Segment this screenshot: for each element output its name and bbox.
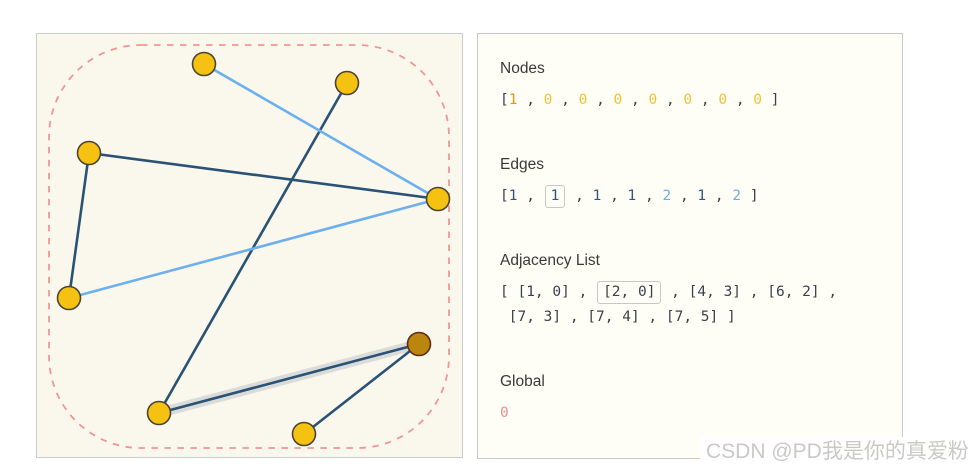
token: , (517, 92, 544, 108)
token: ] (762, 92, 780, 108)
graph-edge-7-3 (68, 197, 439, 300)
graph-node-2[interactable] (146, 400, 172, 426)
token: , (706, 188, 733, 204)
token: , (657, 92, 684, 108)
graph-nodes (56, 51, 451, 447)
graph-edge-1-0 (303, 342, 420, 436)
token: [1, 0] (517, 284, 570, 300)
token: 0 (648, 92, 658, 108)
token: , (636, 188, 663, 204)
token: , (552, 92, 579, 108)
token: 0 (578, 92, 588, 108)
token: , (566, 188, 593, 204)
adjacency-values-line1: [ [1, 0] , [2, 0] , [4, 3] , [6, 2] , (500, 280, 884, 305)
edges-section: Edges [1 , 1 , 1 , 1 , 2 , 1 , 2 ] (500, 155, 884, 209)
token: , (727, 92, 754, 108)
token: 0 (753, 92, 763, 108)
graph-edge-4-3 (67, 152, 91, 299)
token: , (819, 284, 838, 300)
token: 1 (627, 188, 637, 204)
token: 1 (697, 188, 707, 204)
token: , (662, 284, 689, 300)
token: 1 (592, 188, 602, 204)
token: [ (500, 284, 518, 300)
token: , (517, 188, 544, 204)
adjacency-title: Adjacency List (500, 252, 600, 269)
token: 0 (613, 92, 623, 108)
token: ] (741, 188, 759, 204)
token: , (741, 284, 768, 300)
graph-node-7[interactable] (425, 186, 451, 212)
token: , (692, 92, 719, 108)
graph-edge-7-4 (88, 151, 439, 201)
token: [7, 3] , [7, 4] , [7, 5] ] (500, 309, 736, 325)
token: , (601, 188, 628, 204)
highlighted-token: 1 (544, 185, 566, 208)
graph-edges (67, 62, 439, 436)
adjacency-section: Adjacency List [ [1, 0] , [2, 0] , [4, 3… (500, 251, 884, 330)
nodes-values: [1 , 0 , 0 , 0 , 0 , 0 , 0 , 0 ] (500, 88, 884, 113)
graph-node-3[interactable] (56, 285, 82, 311)
nodes-title: Nodes (500, 60, 545, 77)
global-value: 0 (500, 401, 884, 426)
token: [4, 3] (688, 284, 742, 300)
graph-panel (36, 33, 463, 458)
graph-node-4[interactable] (76, 140, 102, 166)
adjacency-values-line2: [7, 3] , [7, 4] , [7, 5] ] (500, 305, 884, 330)
graph-canvas (48, 44, 451, 449)
info-panel: Nodes [1 , 0 , 0 , 0 , 0 , 0 , 0 , 0 ] E… (477, 33, 903, 459)
token: [ (500, 188, 509, 204)
global-section: Global 0 (500, 372, 884, 426)
token: [ (500, 92, 509, 108)
edges-values: [1 , 1 , 1 , 1 , 2 , 1 , 2 ] (500, 184, 884, 209)
graph-edge-2-0 (158, 342, 420, 415)
token: 2 (732, 188, 742, 204)
token: 0 (500, 405, 509, 421)
watermark: CSDN @PD我是你的真爱粉 (700, 437, 978, 473)
token: [6, 2] (767, 284, 820, 300)
token: , (587, 92, 614, 108)
token: , (622, 92, 649, 108)
token: 0 (543, 92, 553, 108)
token: 0 (718, 92, 728, 108)
graph-boundary-dashed (48, 44, 450, 449)
global-title: Global (500, 373, 545, 390)
token: , (671, 188, 698, 204)
token: 1 (508, 92, 518, 108)
token: 1 (508, 188, 518, 204)
graph-edge-7-5 (203, 62, 439, 201)
token: 2 (662, 188, 672, 204)
graph-node-0[interactable] (406, 331, 432, 357)
graph-node-1[interactable] (291, 421, 317, 447)
token: 0 (683, 92, 693, 108)
token: , (569, 284, 597, 300)
nodes-section: Nodes [1 , 0 , 0 , 0 , 0 , 0 , 0 , 0 ] (500, 59, 884, 113)
graph-node-6[interactable] (334, 70, 360, 96)
highlighted-token: [2, 0] (597, 281, 662, 304)
graph-node-5[interactable] (191, 51, 217, 77)
edges-title: Edges (500, 156, 544, 173)
